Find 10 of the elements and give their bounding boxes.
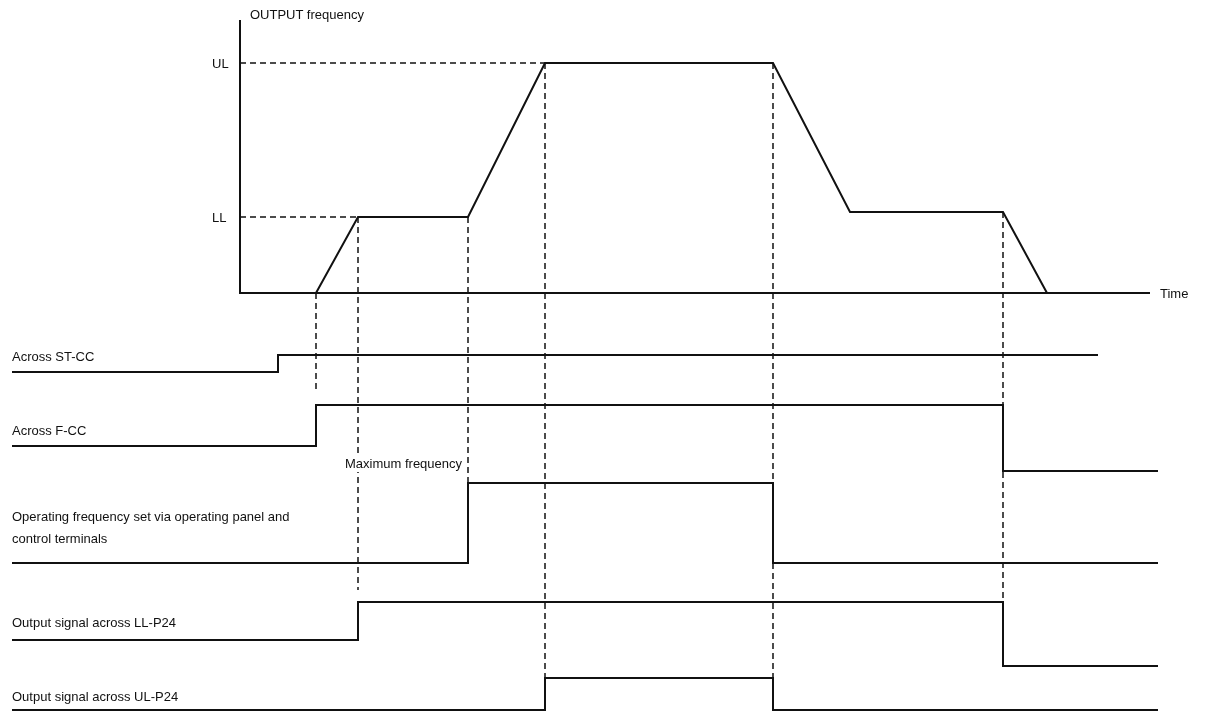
- axis-tick-label: UL: [212, 55, 229, 72]
- signal-label: Across ST-CC: [12, 348, 95, 365]
- axis-title: Time: [1160, 285, 1189, 302]
- signal-label: Across F-CC: [12, 422, 87, 439]
- signal-label: Operating frequency set via operating panel and control terminals: [12, 508, 291, 548]
- signal-label: Output signal across UL-P24: [12, 688, 179, 705]
- level-label: Maximum frequency: [345, 455, 463, 472]
- axis-title: OUTPUT frequency: [250, 6, 364, 23]
- signal-label: Output signal across LL-P24: [12, 614, 177, 631]
- axis-tick-label: LL: [212, 209, 227, 226]
